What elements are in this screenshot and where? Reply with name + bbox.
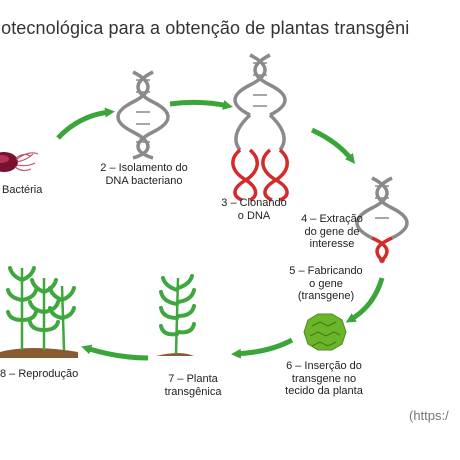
arrow-icon	[56, 107, 115, 140]
arrow-icon	[169, 99, 233, 110]
step-6-label: 6 – Inserção do transgene no tecido da p…	[285, 360, 363, 397]
plant-icon	[0, 266, 78, 358]
step-5-label: 5 – Fabricando o gene (transgene)	[289, 265, 363, 302]
plant-tissue-icon	[303, 313, 347, 351]
bacteria-icon	[0, 152, 39, 172]
dna-helix-icon	[231, 53, 289, 202]
step-1-label: Bactéria	[2, 184, 43, 196]
dna-helix-icon	[355, 176, 409, 264]
step-8-label: 8 – Reprodução	[0, 368, 79, 380]
diagram-title: iotecnológica para a obtenção de plantas…	[0, 18, 410, 38]
arrow-icon	[231, 337, 294, 359]
dna-helix-icon	[116, 70, 170, 160]
source-link[interactable]: (https:/	[409, 408, 449, 423]
arrow-icon	[81, 344, 149, 361]
step-4-label: 4 – Extração do gene de interesse	[301, 213, 363, 250]
step-3-label: 3 – Clonando o DNA	[221, 197, 287, 222]
plant-icon	[156, 274, 196, 356]
step-7-label: 7 – Planta transgênica	[164, 373, 222, 398]
arrow-icon	[345, 277, 385, 323]
step-2-label: 2 – Isolamento do DNA bacteriano	[100, 162, 188, 187]
arrow-icon	[310, 127, 356, 164]
